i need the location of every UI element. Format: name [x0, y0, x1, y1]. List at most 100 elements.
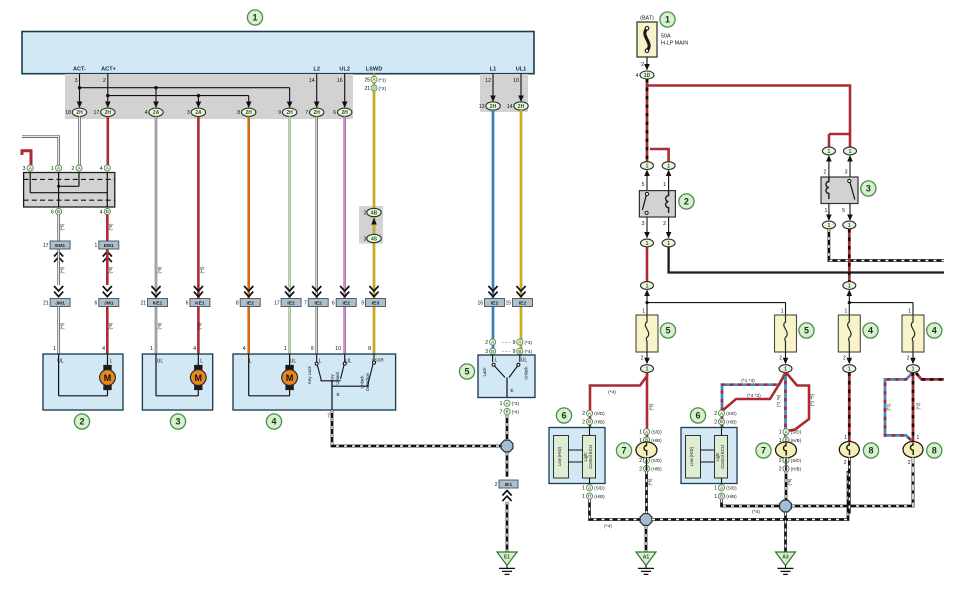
svg-text:(S/D): (S/D): [791, 458, 802, 463]
svg-text:8: 8: [236, 300, 239, 306]
svg-text:A: A: [491, 340, 494, 345]
svg-text:H: H: [588, 494, 591, 499]
svg-text:17: 17: [43, 243, 49, 249]
svg-text:LSSR: LSSR: [372, 358, 383, 363]
svg-text:(S/D): (S/D): [594, 411, 605, 416]
svg-text:(*2): (*2): [916, 402, 921, 409]
svg-text:1: 1: [646, 366, 649, 372]
svg-text:21: 21: [43, 300, 49, 306]
svg-text:2: 2: [714, 419, 717, 425]
svg-text:(S/D): (S/D): [726, 411, 737, 416]
svg-text:Lock: Lock: [482, 367, 487, 377]
svg-text:4: 4: [100, 210, 103, 216]
svg-text:B: B: [588, 419, 591, 424]
svg-text:(*3): (*3): [512, 401, 520, 406]
svg-text:4: 4: [193, 346, 196, 352]
svg-text:(H/B): (H/B): [791, 466, 802, 471]
svg-text:A: A: [720, 485, 723, 490]
svg-text:17: 17: [274, 300, 280, 306]
svg-text:3: 3: [23, 166, 26, 172]
svg-text:1: 1: [150, 346, 153, 352]
svg-text:1: 1: [779, 438, 782, 444]
svg-text:A: A: [106, 166, 109, 171]
svg-text:1: 1: [714, 494, 717, 500]
svg-text:(H/B): (H/B): [594, 494, 605, 499]
svg-text:B: B: [106, 209, 109, 214]
svg-text:A: A: [785, 429, 788, 434]
svg-text:13: 13: [479, 104, 485, 110]
svg-text:A3: A3: [782, 554, 789, 560]
svg-text:7: 7: [500, 409, 503, 415]
svg-text:2: 2: [779, 356, 782, 362]
svg-text:8: 8: [932, 446, 937, 456]
svg-text:21: 21: [364, 86, 370, 92]
svg-text:1: 1: [828, 223, 831, 229]
svg-text:(*5): (*5): [60, 322, 65, 329]
svg-text:B: B: [720, 494, 723, 499]
svg-text:9: 9: [361, 300, 364, 306]
svg-text:6: 6: [186, 300, 189, 306]
svg-text:- - -: - - -: [502, 349, 510, 355]
svg-text:A1: A1: [643, 554, 650, 560]
svg-text:1: 1: [639, 438, 642, 444]
svg-text:UL: UL: [290, 359, 297, 365]
svg-text:1: 1: [784, 366, 787, 372]
svg-text:4: 4: [932, 326, 937, 336]
svg-text:UL2: UL2: [339, 67, 350, 73]
svg-text:A: A: [29, 166, 32, 171]
svg-text:1: 1: [848, 223, 851, 229]
svg-text:4: 4: [243, 346, 246, 352]
svg-text:- - -: - - -: [502, 340, 510, 346]
svg-text:1: 1: [663, 182, 666, 188]
svg-text:10: 10: [335, 346, 341, 352]
svg-text:1: 1: [849, 149, 852, 155]
svg-text:(BAT): (BAT): [640, 16, 654, 22]
svg-text:2: 2: [79, 417, 84, 427]
svg-text:(*5): (*5): [197, 322, 202, 329]
svg-text:2: 2: [844, 460, 847, 466]
svg-text:IE2: IE2: [491, 300, 499, 306]
svg-text:(*1 *4): (*1 *4): [741, 378, 755, 384]
svg-text:A: A: [518, 340, 521, 345]
svg-text:7: 7: [304, 300, 307, 306]
svg-text:2: 2: [641, 62, 644, 68]
svg-text:5: 5: [642, 182, 645, 188]
svg-text:(S/D): (S/D): [594, 486, 605, 491]
svg-text:IE1: IE1: [505, 482, 513, 488]
svg-text:4B: 4B: [371, 210, 378, 216]
svg-text:(*5): (*5): [157, 266, 162, 273]
svg-text:H-LP MAIN: H-LP MAIN: [661, 41, 688, 47]
svg-text:5: 5: [665, 326, 670, 336]
svg-text:1: 1: [646, 163, 649, 169]
svg-text:2: 2: [663, 221, 666, 227]
svg-text:ACT+: ACT+: [101, 67, 116, 73]
svg-text:(H/B): (H/B): [726, 494, 737, 499]
svg-text:1: 1: [665, 15, 670, 25]
svg-text:UL: UL: [521, 358, 528, 364]
svg-text:UL1: UL1: [516, 67, 527, 73]
svg-text:(*2): (*2): [379, 86, 387, 91]
svg-text:JM1: JM1: [104, 300, 114, 306]
svg-text:3: 3: [866, 184, 871, 194]
svg-text:A: A: [588, 485, 591, 490]
svg-text:Low (HID): Low (HID): [557, 446, 562, 465]
svg-text:2: 2: [641, 356, 644, 362]
svg-text:Key: Key: [330, 373, 335, 381]
svg-text:50A: 50A: [661, 34, 671, 40]
svg-text:1: 1: [714, 486, 717, 492]
svg-text:2: 2: [582, 411, 585, 417]
svg-text:1: 1: [646, 283, 649, 289]
svg-text:UL: UL: [345, 359, 352, 365]
svg-text:Control ECU: Control ECU: [588, 445, 593, 469]
svg-text:8: 8: [368, 346, 371, 352]
svg-text:B: B: [518, 349, 521, 354]
svg-text:2H: 2H: [490, 104, 497, 110]
svg-text:1: 1: [53, 346, 56, 352]
svg-text:(*5): (*5): [108, 223, 113, 230]
svg-text:(S/D): (S/D): [726, 486, 737, 491]
svg-text:7: 7: [305, 110, 308, 116]
svg-text:2: 2: [485, 340, 488, 346]
svg-text:1: 1: [908, 309, 911, 315]
svg-text:2A: 2A: [153, 110, 160, 116]
svg-text:(*4): (*4): [608, 390, 616, 396]
